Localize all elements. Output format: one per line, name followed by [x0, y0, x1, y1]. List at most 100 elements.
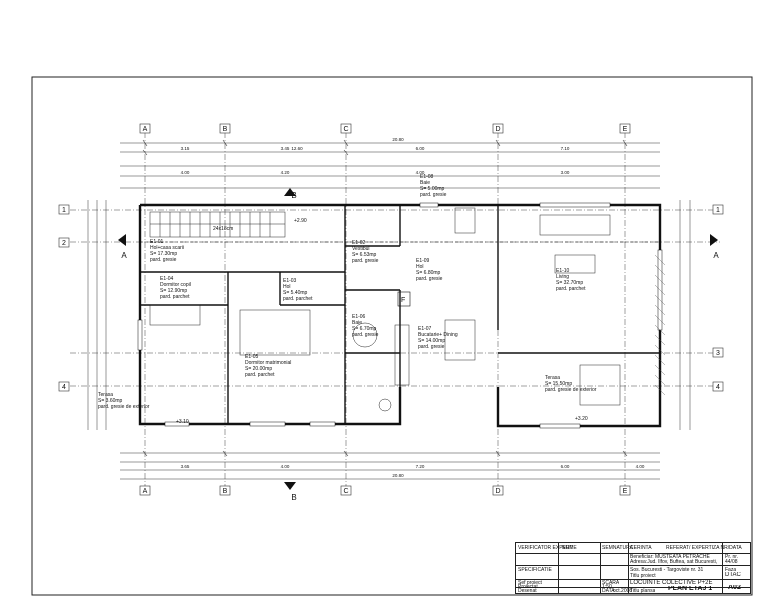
furniture [149, 207, 621, 412]
fireplace [397, 291, 411, 307]
level-mark-2: +3.10 [176, 419, 189, 425]
dim-top2-seg-4: 3.00 [561, 170, 570, 175]
grid-label-c-top: C [343, 126, 348, 133]
dim-top-seg-3: 6.00 [416, 146, 425, 151]
grid-label-3-right: 3 [716, 350, 720, 357]
tb-plansa-nr: A02 [728, 585, 741, 591]
grid-label-e-top: E [623, 126, 628, 133]
section-b-bottom: B [291, 493, 296, 502]
tb-titlu-proiect-label: Titlu proiect [630, 573, 656, 579]
section-a-right: A [713, 251, 719, 260]
grid-label-d-bottom: D [495, 488, 500, 495]
living-sofa [539, 214, 611, 236]
living-table [554, 254, 596, 274]
tb-adresa2: Sos. Bucuresti - Targoviste nr. 31 [630, 567, 704, 573]
dim-top-seg-2: 3.45 [281, 146, 290, 151]
grid-label-4-right: 4 [716, 384, 720, 391]
dim-overall-bottom: 20.80 [392, 473, 404, 478]
bath-tub [454, 207, 476, 234]
dining-table [444, 319, 476, 361]
kitchen-counter [394, 324, 410, 386]
grid-axes [70, 132, 720, 488]
tb-beneficiar: Beneficiar: MUSTEATA PETRACHE [630, 554, 710, 560]
tb-cerinta-label: CERINTA [630, 545, 652, 551]
section-a-left: A [121, 251, 127, 260]
dim-top2-seg-3: 4.00 [416, 170, 425, 175]
tb-data-value: oct.2008 [613, 588, 633, 594]
grid-number-markers: 1 2 4 1 3 4 [58, 204, 724, 392]
tb-nume-label: NUME [562, 545, 577, 551]
sheet-frame [31, 76, 753, 596]
stair-label: 24x18cm [213, 226, 233, 232]
bath-fixture-2 [378, 398, 392, 412]
level-mark-1: +2.90 [294, 218, 307, 224]
level-mark-3: +3.20 [575, 416, 588, 422]
fireplace-label: F [401, 297, 405, 304]
dim-top2-seg-2: 4.20 [281, 170, 290, 175]
grid-label-b-top: B [223, 126, 228, 133]
tb-pr-nr-label: Pr. nr. [725, 554, 739, 560]
dim-top-seg-1: 3.15 [181, 146, 190, 151]
tb-semnatura-label: SEMNATURA [602, 545, 634, 551]
tb-faza-label: Faza [725, 567, 737, 573]
dimension-chains [87, 142, 691, 480]
dim-bottom-seg-3: 7.20 [416, 464, 425, 469]
tb-specificatie-label: SPECIFICATIE [518, 567, 552, 573]
tb-faza: DTAC [725, 572, 741, 578]
dim-overall-top: 20.80 [392, 137, 404, 142]
tb-adresa: Adresa:Jud. Ilfov, Buftea, sat Bucuresti… [630, 559, 718, 565]
level-marks: +2.90 +3.10 +3.20 [176, 218, 588, 425]
tb-sef-proiect-label: Sef proiect [518, 580, 542, 586]
bath-fixture [352, 322, 378, 348]
title-block: VERIFICATOR EXPERT NUME SEMNATURA CERINT… [515, 542, 751, 594]
bed-child [149, 304, 201, 326]
tb-titlu-plansa: PLAN ETAJ 1 [668, 586, 713, 592]
tb-verificator-label: VERIFICATOR EXPERT [518, 545, 573, 551]
dim-bottom-seg-4: 6.00 [561, 464, 570, 469]
grid-label-c-bottom: C [343, 488, 348, 495]
dim-bottom-seg-2: 4.00 [281, 464, 290, 469]
tb-data-label: DATA [602, 588, 615, 594]
tb-titlu-plansa-label: Titlu plansa [630, 588, 656, 594]
tb-titlu-proiect: LOCUINTE COLECTIVE P+2E [630, 580, 713, 586]
tb-desenat-label: Desenat [518, 588, 537, 594]
dim-top2-seg-1: 4.00 [181, 170, 190, 175]
dimension-texts: 20.80 12.60 3.15 3.45 6.00 7.10 4.00 4.2… [181, 137, 645, 478]
tb-scara-label: SCARA [602, 580, 620, 586]
grid-label-1-right: 1 [716, 207, 720, 214]
dim-bottom-seg-1: 3.65 [181, 464, 190, 469]
grid-label-e-bottom: E [623, 488, 628, 495]
grid-label-a-bottom: A [143, 488, 148, 495]
section-b-top: B [291, 191, 296, 200]
grid-label-4-left: 4 [62, 384, 66, 391]
grid-label-1-left: 1 [62, 207, 66, 214]
dimension-ticks [142, 139, 628, 457]
terrace-hatch [654, 254, 666, 396]
dim-total-top: 12.60 [291, 146, 303, 151]
staircase [149, 211, 286, 238]
grid-label-b-bottom: B [223, 488, 228, 495]
grid-letter-markers: A B C D E A B C D E [139, 123, 631, 496]
tb-scara-value: 1:50 [602, 584, 612, 590]
tb-referat-label: REFERAT/ EXPERTIZA NR/DATA [666, 545, 742, 551]
grid-label-2-left: 2 [62, 240, 66, 247]
grid-label-a-top: A [143, 126, 148, 133]
section-cuts: A A B B [118, 188, 719, 502]
dim-bottom-seg-5: 4.00 [636, 464, 645, 469]
terrace-table [579, 364, 621, 406]
grid-label-d-top: D [495, 126, 500, 133]
